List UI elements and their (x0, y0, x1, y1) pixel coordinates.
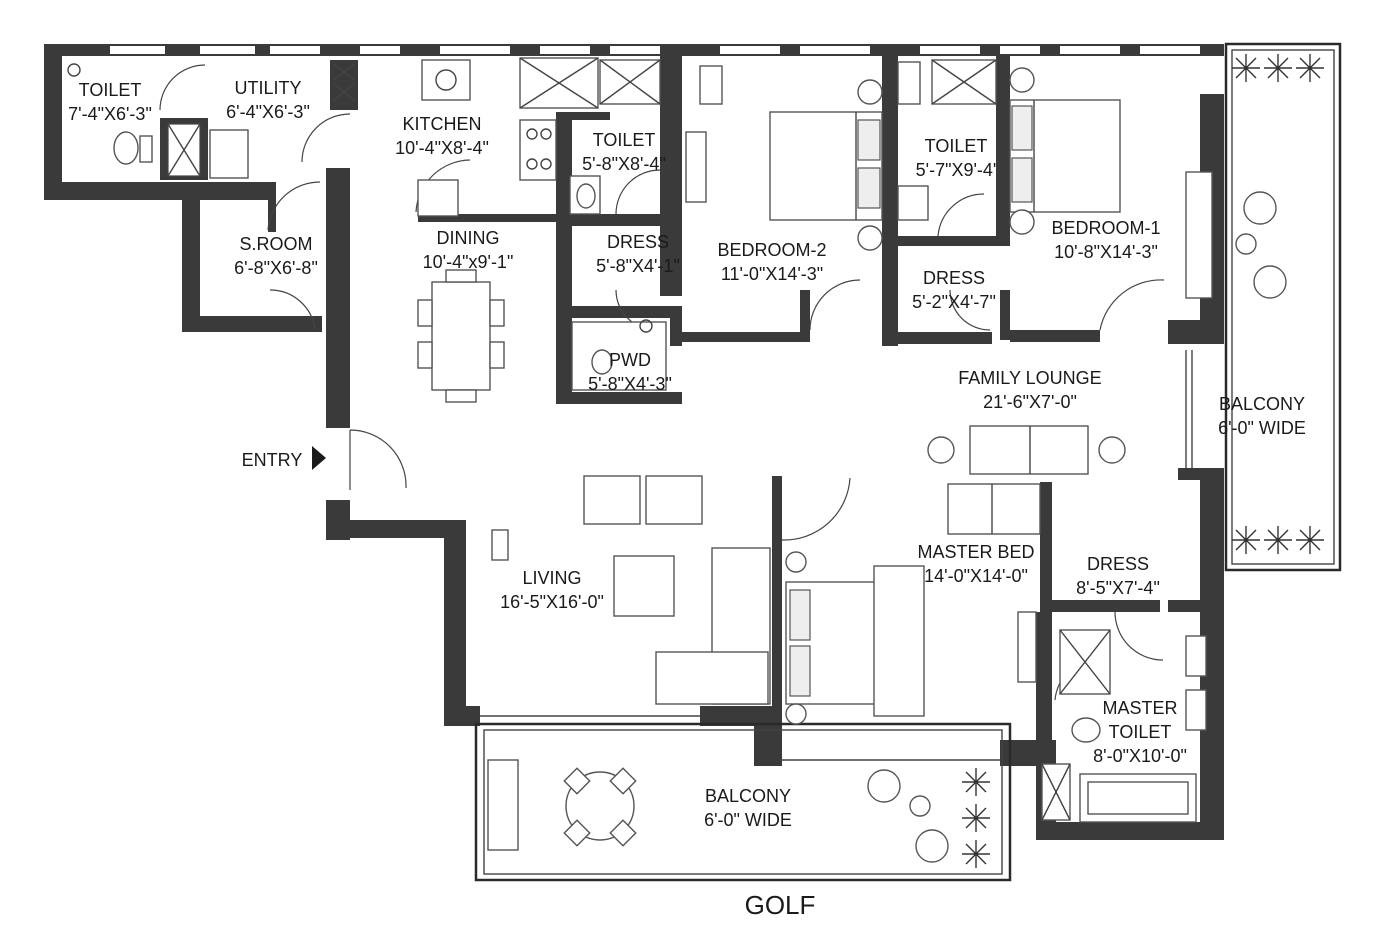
kitchen-fixtures (417, 57, 599, 217)
room-name-dress-c: DRESS (1087, 554, 1149, 574)
room-dim-s-room: 6'-8"X6'-8" (234, 258, 318, 278)
family-lounge-furniture (927, 425, 1126, 475)
room-dim-family-lounge: 21'-6"X7'-0" (983, 392, 1077, 412)
living-furniture (491, 475, 771, 705)
master-bed-furniture (785, 483, 1041, 725)
room-name-family-lounge: FAMILY LOUNGE (958, 368, 1101, 388)
room-dim-living: 16'-5"X16'-0" (500, 592, 604, 612)
balcony-side-furniture (1235, 191, 1287, 299)
inner-walls (160, 56, 1208, 742)
room-name-dining: DINING (437, 228, 500, 248)
room-dim-master-toilet: 8'-0"X10'-0" (1093, 746, 1187, 766)
room-dim-dress-a: 5'-8"X4'-1" (596, 256, 680, 276)
dining-table (417, 269, 505, 403)
room-name-master-bed: MASTER BED (917, 542, 1034, 562)
entry-marker: ENTRY (242, 446, 326, 470)
room-name-pwd: PWD (609, 350, 651, 370)
room-dim-toilet-b: 5'-8"X8'-4" (582, 154, 666, 174)
room-dim-master-bed: 14'-0"X14'-0" (924, 566, 1028, 586)
entry-label: ENTRY (242, 450, 303, 470)
triangle-right-icon (312, 446, 326, 470)
room-dim-toilet-a: 7'-4"X6'-3" (68, 104, 152, 124)
room-name-toilet-c: TOILET (925, 136, 988, 156)
room-dim-bedroom-2: 11'-0"X14'-3" (721, 264, 823, 284)
room-dim-kitchen: 10'-4"X8'-4" (395, 138, 489, 158)
room-name-s-room: S.ROOM (239, 234, 312, 254)
room-labels: TOILET 7'-4"X6'-3" UTILITY 6'-4"X6'-3" K… (68, 78, 1306, 830)
room-dim-balcony-side: 6'-0" WIDE (1218, 418, 1306, 438)
room-name-balcony-front: BALCONY (705, 786, 791, 806)
room-dim-dining: 10'-4"x9'-1" (423, 252, 514, 272)
room-dim-pwd: 5'-8"X4'-3" (588, 374, 672, 394)
bedroom-1-bed (1009, 67, 1213, 299)
room-name-dress-b: DRESS (923, 268, 985, 288)
room-name-balcony-side: BALCONY (1219, 394, 1305, 414)
bedroom-2-bed (685, 65, 883, 251)
room-name-living: LIVING (522, 568, 581, 588)
room-dim-utility: 6'-4"X6'-3" (226, 102, 310, 122)
room-name-toilet-b: TOILET (593, 130, 656, 150)
outer-walls (44, 44, 1224, 840)
room-name-toilet-a: TOILET (79, 80, 142, 100)
balcony-side (1185, 42, 1342, 572)
room-dim-dress-b: 5'-2"X4'-7" (912, 292, 996, 312)
room-name-kitchen: KITCHEN (402, 114, 481, 134)
room-name-bedroom-1: BEDROOM-1 (1051, 218, 1160, 238)
room-dim-balcony-front: 6'-0" WIDE (704, 810, 792, 830)
golf-label: GOLF (745, 890, 816, 920)
balcony-front (474, 715, 1012, 882)
room-dim-dress-c: 8'-5"X7'-4" (1076, 578, 1160, 598)
plants (962, 54, 1324, 868)
room-dim-toilet-c: 5'-7"X9'-4' (916, 160, 997, 180)
room-name-bedroom-2: BEDROOM-2 (717, 240, 826, 260)
room-name-master-toilet: MASTER (1102, 698, 1177, 718)
room-name2-master-toilet: TOILET (1109, 722, 1172, 742)
room-name-utility: UTILITY (234, 78, 301, 98)
bathroom-fixtures (67, 59, 1207, 823)
room-name-dress-a: DRESS (607, 232, 669, 252)
balcony-front-furniture (563, 767, 949, 863)
room-dim-bedroom-1: 10'-8"X14'-3" (1054, 242, 1158, 262)
